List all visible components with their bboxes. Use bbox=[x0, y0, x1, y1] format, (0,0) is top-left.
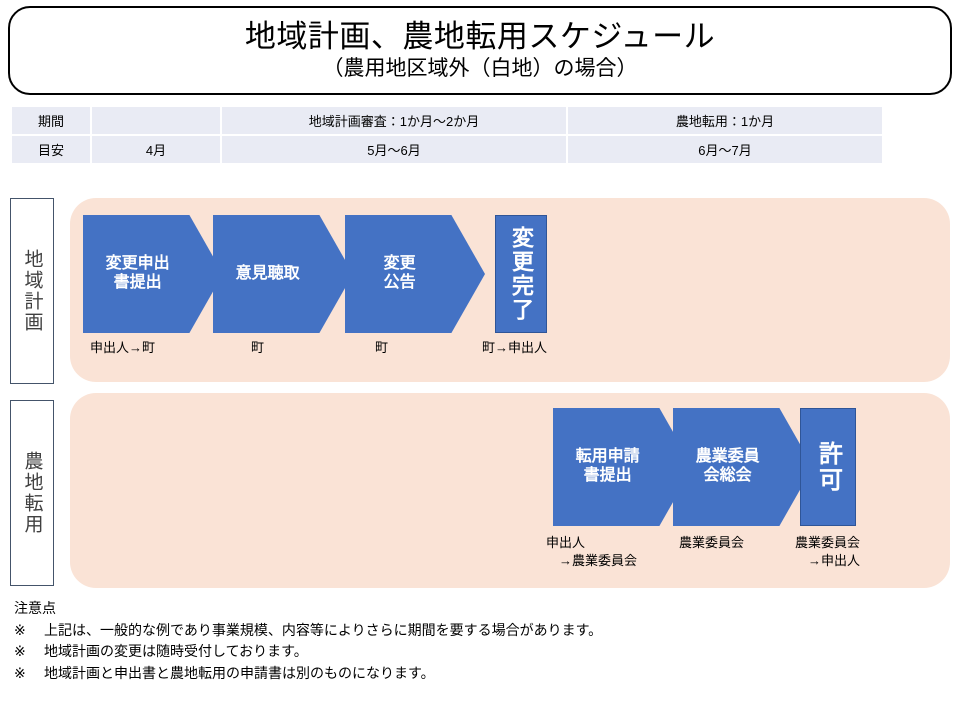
flow-step-1-2-caption: 町 bbox=[251, 340, 265, 355]
period-plan-review-cell: 地域計画審査：1か月〜2か月 bbox=[221, 107, 568, 136]
side-label-chiiki-keikaku: 地域計画 bbox=[10, 198, 54, 384]
notes-heading: 注意点 bbox=[14, 600, 56, 616]
flow-step-2-2[interactable]: 農業委員 会総会 bbox=[673, 408, 813, 526]
period-conversion-cell: 農地転用：1か月 bbox=[567, 107, 882, 136]
note-item-1-text: 上記は、一般的な例であり事業規模、内容等によりさらに期間を要する場合があります。 bbox=[44, 621, 603, 638]
flow-step-2-1[interactable]: 転用申請 書提出 bbox=[553, 408, 693, 526]
row-label-estimate: 目安 bbox=[12, 135, 92, 163]
flow-step-label: 変更完了 bbox=[509, 226, 534, 322]
flow-step-2-3[interactable]: 許可 bbox=[800, 408, 856, 526]
flow-step-label: 変更 公告 bbox=[383, 255, 416, 291]
flow-step-label: 許可 bbox=[814, 441, 842, 493]
table-row: 目安 4月 5月〜6月 6月〜7月 bbox=[12, 135, 882, 163]
title-box: 地域計画、農地転用スケジュール （農用地区域外（白地）の場合） bbox=[8, 6, 952, 95]
page-title: 地域計画、農地転用スケジュール bbox=[244, 18, 716, 54]
end-box-shape: 変更完了 bbox=[495, 215, 547, 333]
end-box-shape: 許可 bbox=[800, 408, 856, 526]
period-month-cell bbox=[91, 107, 222, 136]
chevron-shape: 変更申出 書提出 bbox=[83, 215, 223, 333]
estimate-conversion-cell: 6月〜7月 bbox=[567, 135, 882, 163]
flow-step-1-4-caption: 町→申出人 bbox=[482, 340, 548, 355]
flow-step-label: 転用申請 書提出 bbox=[575, 448, 640, 484]
note-item-1: ※ 上記は、一般的な例であり事業規模、内容等によりさらに期間を要する場合があります… bbox=[14, 620, 602, 642]
schedule-table: 期間 地域計画審査：1か月〜2か月 農地転用：1か月 目安 4月 5月〜6月 6… bbox=[12, 107, 882, 163]
chevron-shape: 意見聴取 bbox=[213, 215, 353, 333]
notes-block: 注意点 ※ 上記は、一般的な例であり事業規模、内容等によりさらに期間を要する場合が… bbox=[14, 598, 602, 685]
flow-step-label: 意見聴取 bbox=[235, 264, 300, 282]
note-item-2: ※ 地域計画の変更は随時受付しております。 bbox=[14, 641, 602, 663]
note-mark-icon: ※ bbox=[14, 665, 26, 682]
table-row: 期間 地域計画審査：1か月〜2か月 農地転用：1か月 bbox=[12, 107, 882, 136]
flow-step-1-3[interactable]: 変更 公告 bbox=[345, 215, 485, 333]
note-item-3: ※ 地域計画と申出書と農地転用の申請書は別のものになります。 bbox=[14, 663, 602, 685]
chevron-shape: 転用申請 書提出 bbox=[553, 408, 693, 526]
note-item-3-text: 地域計画と申出書と農地転用の申請書は別のものになります。 bbox=[44, 665, 435, 682]
estimate-month-cell: 4月 bbox=[91, 135, 222, 163]
chevron-shape: 変更 公告 bbox=[345, 215, 485, 333]
flow-step-2-2-caption: 農業委員会 bbox=[679, 535, 745, 550]
flow-step-1-3-caption: 町 bbox=[375, 340, 389, 355]
flow-step-label: 変更申出 書提出 bbox=[105, 255, 170, 291]
note-item-2-text: 地域計画の変更は随時受付しております。 bbox=[44, 643, 308, 660]
note-mark-icon: ※ bbox=[14, 621, 26, 638]
row-label-period: 期間 bbox=[12, 107, 92, 136]
chevron-shape: 農業委員 会総会 bbox=[673, 408, 813, 526]
flow-step-1-1-caption: 申出人→町 bbox=[90, 340, 156, 355]
flow-step-1-1[interactable]: 変更申出 書提出 bbox=[83, 215, 223, 333]
flow-step-1-4[interactable]: 変更完了 bbox=[495, 215, 547, 333]
page-subtitle: （農用地区域外（白地）の場合） bbox=[322, 57, 638, 81]
flow-step-2-1-caption: 申出人 →農業委員会 bbox=[546, 535, 638, 568]
side-label-nochi-tenyo: 農地転用 bbox=[10, 400, 54, 586]
flow-step-2-3-caption: 農業委員会 →申出人 bbox=[795, 535, 861, 568]
flow-step-label: 農業委員 会総会 bbox=[695, 448, 760, 484]
estimate-plan-review-cell: 5月〜6月 bbox=[221, 135, 568, 163]
flow-step-1-2[interactable]: 意見聴取 bbox=[213, 215, 353, 333]
note-mark-icon: ※ bbox=[14, 643, 26, 660]
